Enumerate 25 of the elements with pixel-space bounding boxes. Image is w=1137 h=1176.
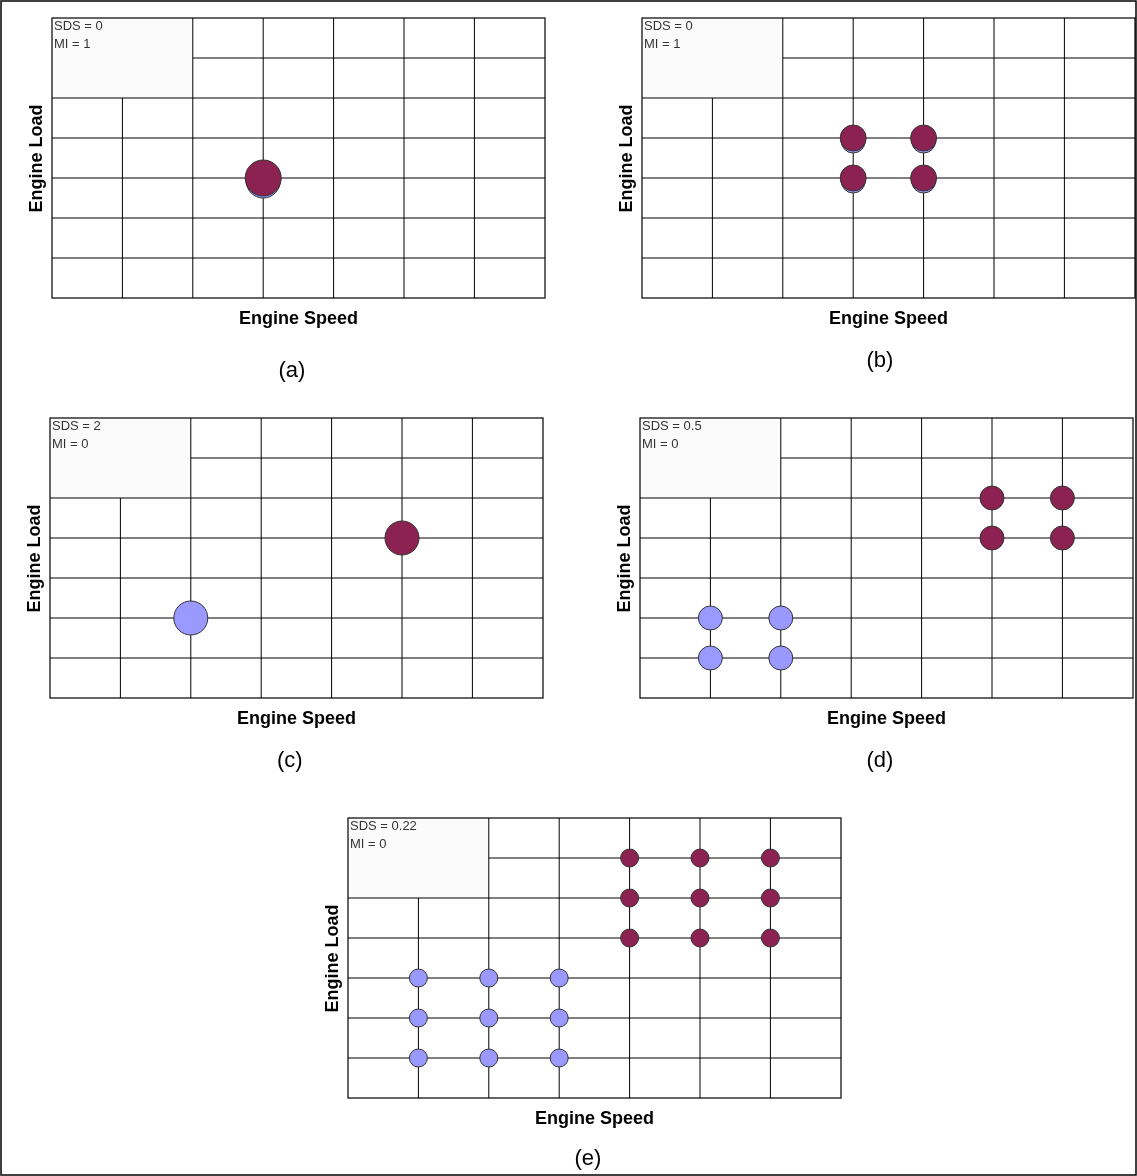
- axis-title: Engine Load: [321, 904, 343, 1012]
- panel-caption: (b): [866, 347, 894, 373]
- panel-caption: (d): [866, 747, 894, 773]
- axis-title: Engine Speed: [237, 707, 357, 729]
- stat-label: SDS = 0.5: [642, 418, 702, 433]
- axis-title: Engine Speed: [535, 1107, 655, 1129]
- axis-title: Engine Speed: [827, 707, 947, 729]
- stat-label: SDS = 0: [644, 18, 693, 33]
- axis-title: Engine Speed: [829, 307, 949, 329]
- stat-label: MI = 0: [642, 436, 679, 451]
- stat-label: MI = 1: [54, 36, 91, 51]
- stat-label: SDS = 2: [52, 418, 101, 433]
- panel-caption: (a): [278, 357, 306, 383]
- stat-label: MI = 0: [350, 836, 387, 851]
- axis-title: Engine Load: [23, 504, 45, 612]
- axis-title: Engine Load: [25, 104, 47, 212]
- stat-label: MI = 0: [52, 436, 89, 451]
- stat-label: MI = 1: [644, 36, 681, 51]
- axis-title: Engine Load: [615, 104, 637, 212]
- panel-caption: (c): [277, 747, 303, 773]
- axis-title: Engine Load: [613, 504, 635, 612]
- panel-caption: (e): [574, 1145, 602, 1171]
- stat-label: SDS = 0.22: [350, 818, 417, 833]
- axis-title: Engine Speed: [239, 307, 359, 329]
- stat-label: SDS = 0: [54, 18, 103, 33]
